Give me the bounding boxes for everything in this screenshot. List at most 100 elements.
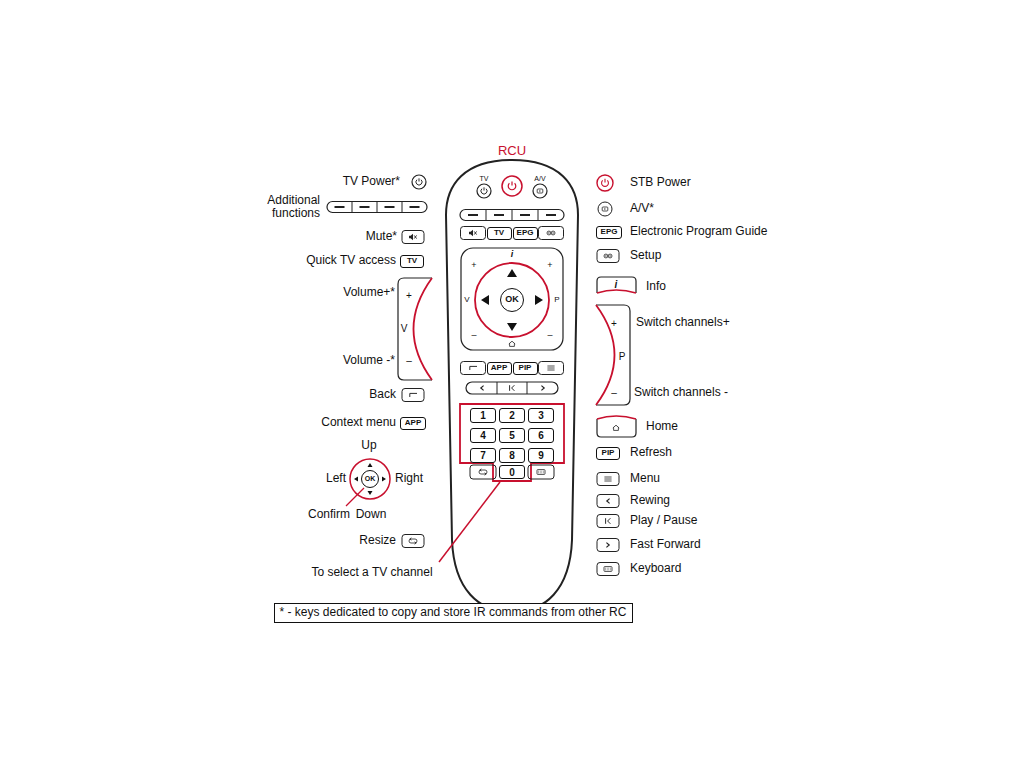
menu-icon xyxy=(547,366,554,370)
footnote-text: * - keys dedicated to copy and store IR … xyxy=(280,606,627,619)
key-marking: TV xyxy=(480,175,489,183)
key-label: PIP xyxy=(602,449,615,458)
power-icon xyxy=(508,181,516,189)
home-icon xyxy=(613,425,619,430)
mute-key xyxy=(461,227,486,240)
epg-key: EPG xyxy=(513,227,538,240)
keyboard-icon-key xyxy=(597,563,619,576)
key-marking: V xyxy=(401,323,408,334)
key-label: PIP xyxy=(519,364,532,373)
power-icon xyxy=(481,187,487,194)
button-caption: Switch channels - xyxy=(634,386,728,399)
rewind-icon-key xyxy=(597,495,619,508)
rewind-icon xyxy=(607,499,610,504)
info-key-arc xyxy=(597,290,636,293)
confirm-leader xyxy=(346,488,364,506)
rewind-icon xyxy=(481,386,484,391)
av-icon xyxy=(537,189,543,193)
dpad-arrows xyxy=(481,269,543,331)
key-label: 9 xyxy=(538,450,544,461)
key-label: TV xyxy=(407,257,417,266)
key-marking: + xyxy=(547,261,552,271)
key-label: APP xyxy=(491,364,507,373)
number-key: 2 xyxy=(499,408,525,423)
number-key: 1 xyxy=(470,408,496,423)
number-key: 7 xyxy=(470,448,496,463)
button-caption: STB Power xyxy=(630,176,691,189)
back-icon-key xyxy=(402,389,424,402)
channel-key-outline xyxy=(596,305,630,405)
key-label: 8 xyxy=(509,450,515,461)
number-key: 0 xyxy=(499,465,525,479)
button-caption: Resize xyxy=(359,534,396,547)
key-label: APP xyxy=(405,419,421,428)
function-keys-icon xyxy=(327,202,427,213)
key-label: 1 xyxy=(480,410,486,421)
tv-key: TV xyxy=(487,227,512,240)
app-key: APP xyxy=(487,362,512,375)
power-icon xyxy=(416,178,422,185)
fast-forward-icon xyxy=(606,543,609,548)
keyboard-key xyxy=(528,465,554,479)
setup-icon xyxy=(547,231,555,235)
diagram-title: RCU xyxy=(498,144,526,158)
info-key-outline xyxy=(597,277,636,293)
play-pause-icon xyxy=(510,385,515,391)
key-label: EPG xyxy=(601,228,618,237)
key-marking: P xyxy=(554,296,559,305)
button-caption: Home xyxy=(646,420,678,433)
key-marking: + xyxy=(471,261,476,271)
key-label: 7 xyxy=(480,450,486,461)
button-caption: Keyboard xyxy=(630,562,681,575)
button-caption: Menu xyxy=(630,472,660,485)
home-icon xyxy=(509,341,515,346)
volume-key-arc xyxy=(414,278,433,380)
button-caption: Back xyxy=(369,388,396,401)
button-caption: To select a TV channel xyxy=(311,566,432,579)
key-label: 5 xyxy=(509,430,515,441)
fast-forward-icon-key xyxy=(597,539,619,552)
power-icon xyxy=(602,179,609,187)
key-marking: + xyxy=(406,290,412,301)
button-caption: Mute* xyxy=(366,230,397,243)
pip-key: PIP xyxy=(513,362,538,375)
pip-icon-key: PIP xyxy=(596,447,620,460)
home-key-outline xyxy=(597,419,636,437)
dpad-ring xyxy=(475,263,549,337)
epg-icon-key: EPG xyxy=(596,226,622,239)
keyboard-icon xyxy=(604,567,612,572)
mute-icon xyxy=(409,234,417,240)
setup-icon xyxy=(604,254,612,258)
dpad-block xyxy=(461,248,563,350)
mini-dpad-arrows xyxy=(354,463,386,495)
number-key: 6 xyxy=(528,428,554,443)
button-caption: Switch channels+ xyxy=(636,316,730,329)
tv-icon-key: TV xyxy=(400,255,424,268)
resize-key xyxy=(470,465,496,479)
back-icon xyxy=(410,393,417,397)
home-key-arc xyxy=(597,416,636,419)
button-caption: Rewing xyxy=(630,494,670,507)
number-key: 3 xyxy=(528,408,554,423)
keyboard-icon xyxy=(537,470,545,475)
button-caption: Setup xyxy=(630,249,661,262)
button-caption: Electronic Program Guide xyxy=(630,225,767,238)
key-marking: – xyxy=(406,355,412,366)
button-caption: Info xyxy=(646,280,666,293)
key-label: 0 xyxy=(509,467,515,478)
menu-icon xyxy=(604,477,611,481)
button-caption: Additional functions xyxy=(248,194,320,220)
key-label: EPG xyxy=(517,229,534,238)
function-key-dividers xyxy=(486,210,538,221)
key-marking: i xyxy=(511,250,514,260)
key-label: TV xyxy=(494,229,504,238)
av-button xyxy=(533,184,547,198)
function-keys xyxy=(460,210,564,221)
key-marking: – xyxy=(471,331,476,341)
button-caption: Fast Forward xyxy=(630,538,701,551)
key-marking: i xyxy=(615,279,618,290)
key-marking: + xyxy=(611,318,617,329)
ok-key: OK xyxy=(500,288,524,312)
av-icon xyxy=(602,207,608,211)
